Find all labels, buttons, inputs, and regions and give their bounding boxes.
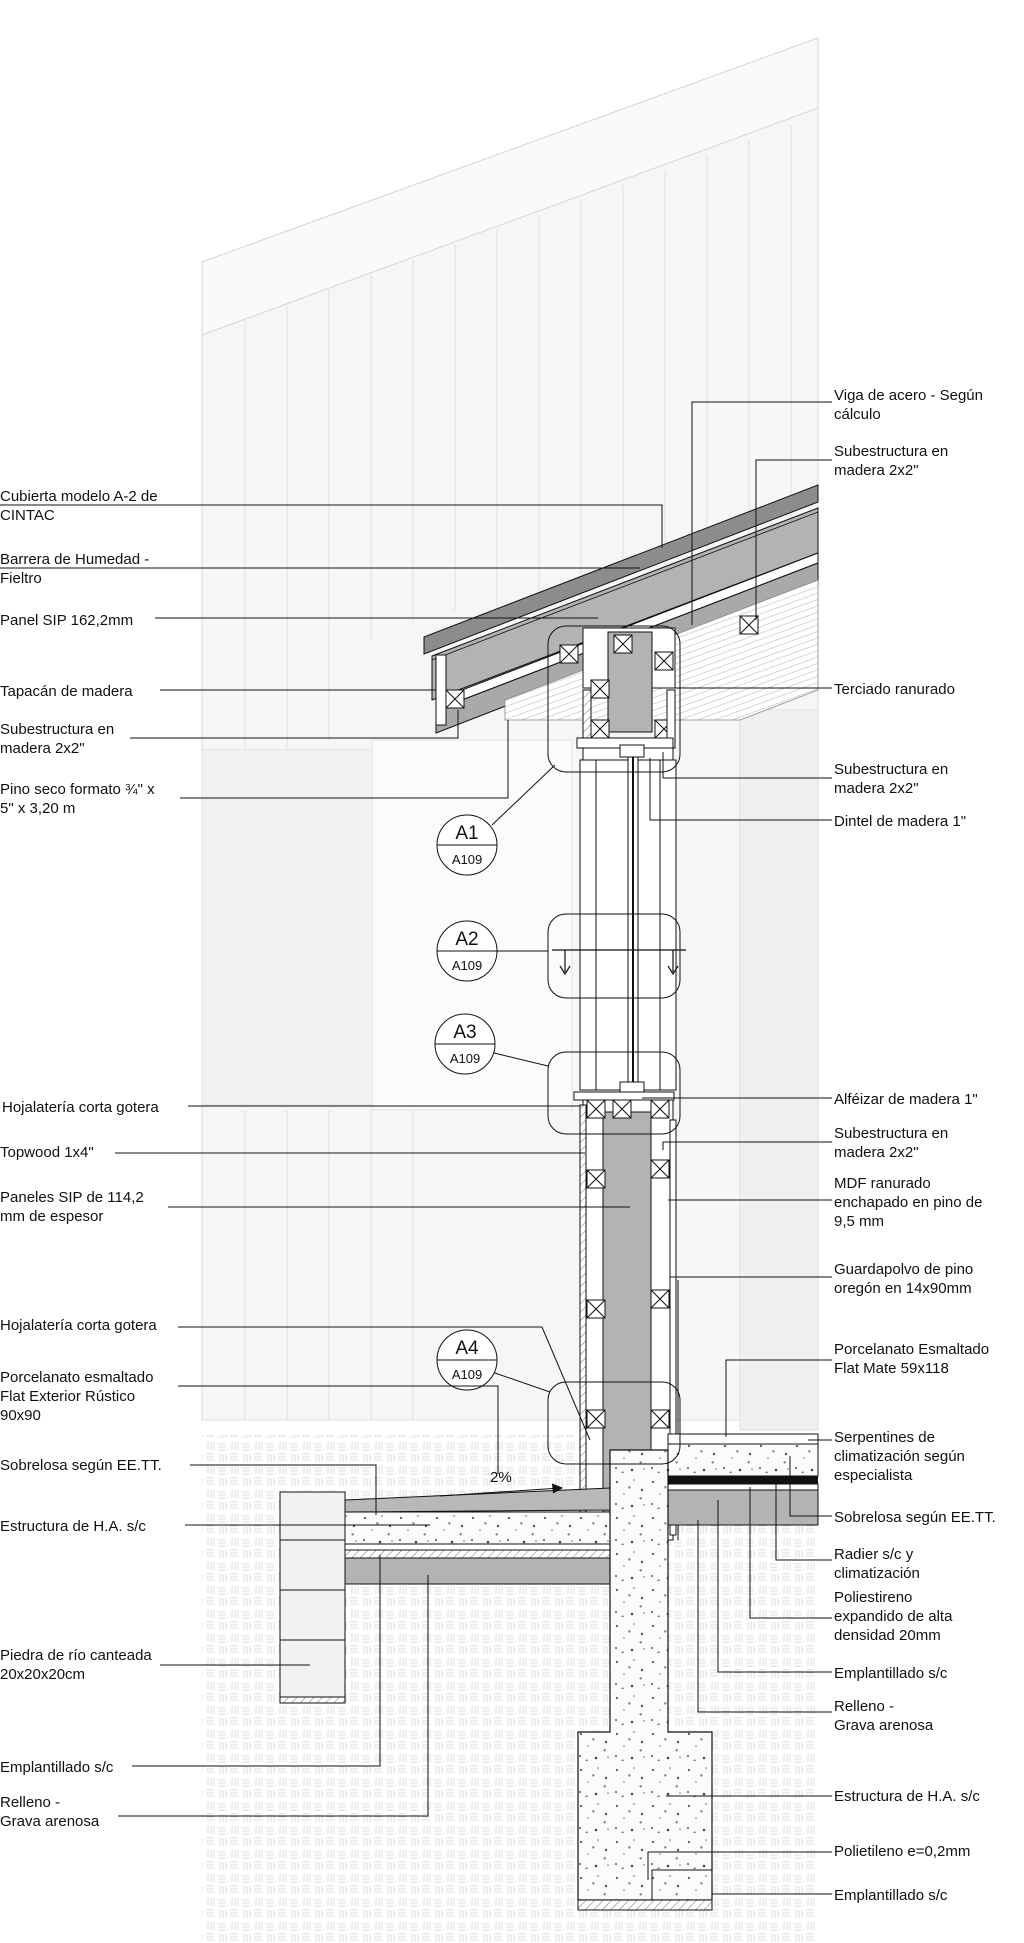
leader-line: [725, 1359, 832, 1437]
detail-bubble-sheet: A109: [450, 1051, 480, 1066]
leader-line: [132, 1555, 381, 1767]
leader-line: [749, 1487, 832, 1619]
label-estructura-left: Estructura de H.A. s/c: [0, 1518, 146, 1535]
label-relleno-left: Relleno - Grava arenosa: [0, 1794, 100, 1830]
label-tapacan: Tapacán de madera: [0, 683, 133, 700]
label-dintel: Dintel de madera 1": [834, 813, 967, 830]
label-subestructura-left-1: Subestructura en madera 2x2": [0, 721, 115, 757]
leader-line: [649, 758, 832, 821]
label-mdf: MDF ranurado enchapado en pino de 9,5 mm: [834, 1175, 983, 1230]
label-panel-sip: Panel SIP 162,2mm: [0, 612, 134, 629]
label-serpentines: Serpentines de climatización según espec…: [834, 1429, 965, 1484]
leader-line: [717, 1500, 832, 1673]
detail-bubble-code: A2: [455, 929, 478, 950]
label-paneles-sip: Paneles SIP de 114,2 mm de espesor: [0, 1189, 144, 1225]
label-estructura-right: Estructura de H.A. s/c: [834, 1788, 980, 1805]
label-subestructura-right-3: Subestructura en madera 2x2": [834, 1125, 949, 1161]
label-emplantillado-right-1: Emplantillado s/c: [834, 1665, 948, 1682]
leader-line: [755, 459, 832, 620]
leader-line: [178, 1385, 499, 1474]
interior-floor: [667, 1433, 819, 1526]
slope-indicator: 2%: [439, 1469, 564, 1497]
leader-line: [662, 1141, 832, 1150]
label-piedra: Piedra de río canteada 20x20x20cm: [0, 1647, 152, 1683]
label-relleno-right: Relleno - Grava arenosa: [834, 1698, 934, 1734]
leader-line: [130, 710, 459, 739]
leader-line: [647, 1851, 832, 1880]
label-pino-seco: Pino seco formato ¾" x 5" x 3,20 m: [0, 781, 155, 817]
label-hojalateria-2: Hojalatería corta gotera: [0, 1317, 157, 1334]
label-subestructura-right-1: Subestructura en madera 2x2": [834, 443, 949, 479]
leader-line: [789, 1456, 832, 1517]
label-subestructura-right-2: Subestructura en madera 2x2": [834, 761, 949, 797]
leader-line: [697, 1520, 832, 1713]
label-barrera: Barrera de Humedad - Fieltro: [0, 551, 150, 587]
label-hojalateria-1: Hojalatería corta gotera: [2, 1099, 159, 1116]
label-emplantillado-left: Emplantillado s/c: [0, 1759, 114, 1776]
label-sobrelosa-left: Sobrelosa según EE.TT.: [0, 1457, 162, 1474]
leader-line: [0, 504, 663, 548]
leader-line: [180, 720, 509, 799]
exterior-slab: [279, 1487, 611, 1704]
leader-line: [118, 1575, 429, 1817]
leader-line: [669, 1276, 832, 1300]
detail-bubble-code: A1: [455, 823, 478, 844]
leader-line: [775, 1478, 832, 1561]
detail-bubble-sheet: A109: [452, 852, 482, 867]
detail-bubble-sheet: A109: [452, 958, 482, 973]
label-emplantillado-right-2: Emplantillado s/c: [834, 1887, 948, 1904]
detail-bubble-code: A3: [453, 1022, 476, 1043]
foundation: [577, 1449, 713, 1911]
label-topwood: Topwood 1x4": [0, 1144, 94, 1161]
label-guardapolvo: Guardapolvo de pino oregón en 14x90mm: [834, 1261, 974, 1297]
leader-line: [190, 1464, 377, 1515]
background-elevation: [201, 37, 819, 1678]
label-porcelanato-int: Porcelanato Esmaltado Flat Mate 59x118: [834, 1341, 990, 1377]
section-arrows: [552, 949, 686, 976]
detail-bubble-sheet: A109: [452, 1367, 482, 1382]
label-porcelanato-ext: Porcelanato esmaltado Flat Exterior Rúst…: [0, 1369, 154, 1424]
label-polietileno: Polietileno e=0,2mm: [834, 1843, 971, 1860]
leader-line: [178, 1326, 591, 1441]
label-poliestireno: Poliestireno expandido de alta densidad …: [834, 1589, 953, 1644]
slope-text: 2%: [490, 1469, 512, 1486]
detail-bubble-code: A4: [455, 1338, 479, 1359]
wall-assembly: [573, 627, 679, 1541]
label-radier: Radier s/c y climatización: [834, 1546, 920, 1582]
label-cubierta: Cubierta modelo A-2 de CINTAC: [0, 488, 158, 524]
leader-lines: [0, 401, 832, 1895]
label-sobrelosa-right: Sobrelosa según EE.TT.: [834, 1509, 996, 1526]
label-alfeizar: Alféizar de madera 1": [834, 1091, 978, 1108]
leader-line: [662, 752, 832, 779]
leader-line: [691, 401, 832, 625]
label-terciado: Terciado ranurado: [834, 681, 955, 698]
label-viga: Viga de acero - Según cálculo: [834, 387, 983, 423]
